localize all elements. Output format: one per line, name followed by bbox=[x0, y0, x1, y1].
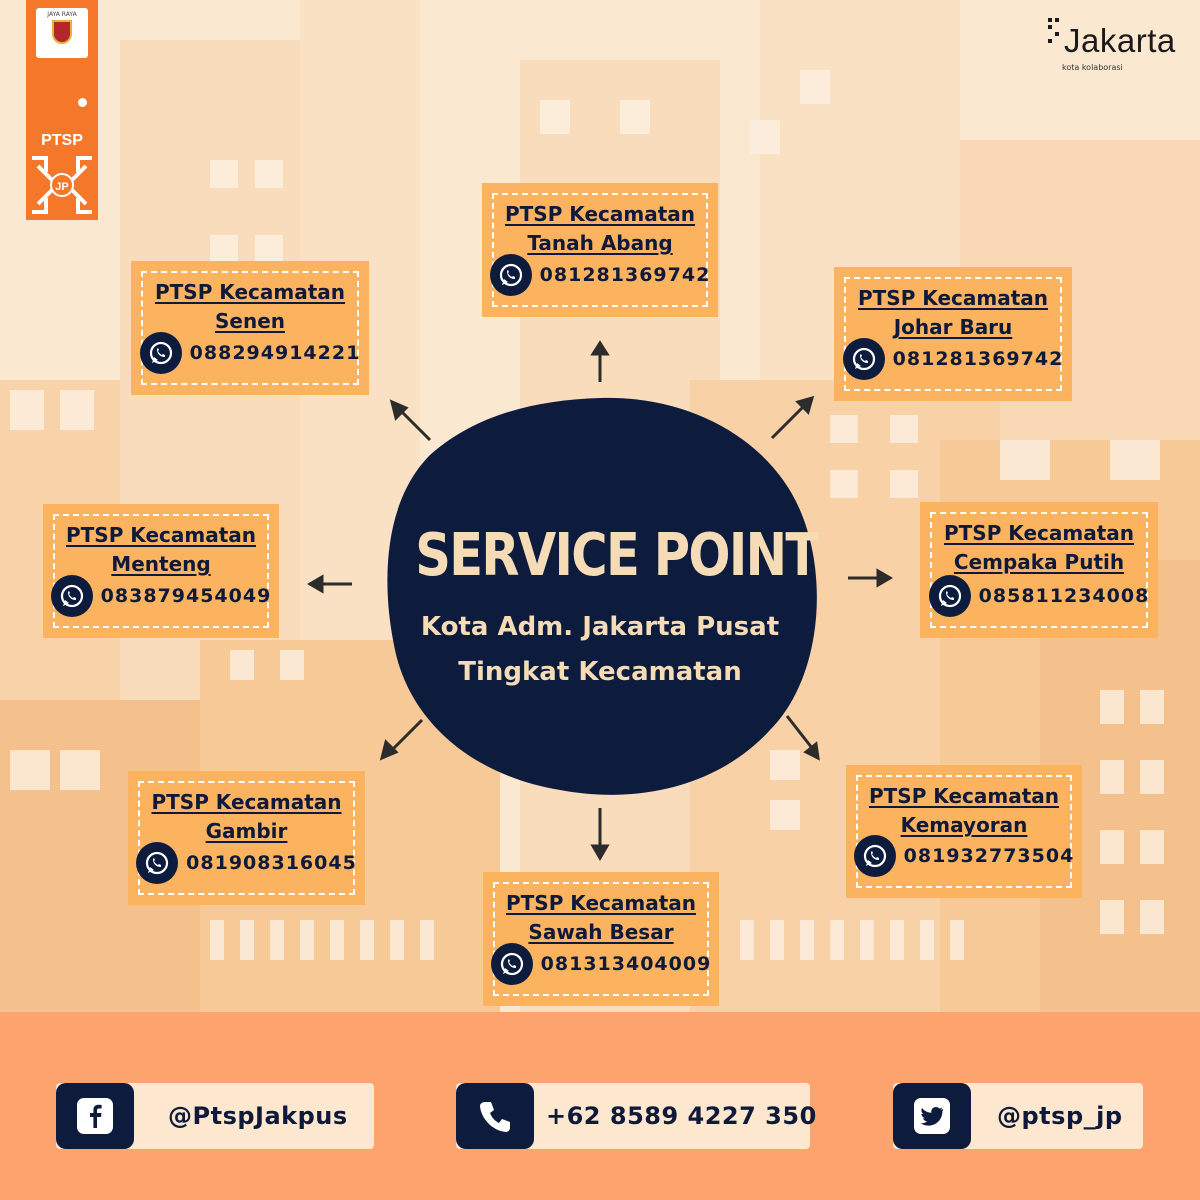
office-title-line2: Kemayoran bbox=[900, 813, 1028, 837]
jakarta-tagline: kota kolaborasi bbox=[1062, 63, 1123, 72]
ptsp-banner: JAYA RAYA PTSP JP bbox=[26, 0, 98, 220]
office-title-line1: PTSP Kecamatan bbox=[943, 521, 1135, 545]
office-title-line2: Menteng bbox=[111, 552, 211, 576]
office-card-johar-baru: PTSP Kecamatan Johar Baru 081281369742 bbox=[837, 270, 1069, 398]
office-phone[interactable]: 081932773504 bbox=[903, 845, 1075, 867]
office-title-line1: PTSP Kecamatan bbox=[504, 202, 696, 226]
office-card-gambir: PTSP Kecamatan Gambir 081908316045 bbox=[131, 774, 362, 902]
whatsapp-icon[interactable] bbox=[928, 575, 971, 617]
whatsapp-icon[interactable] bbox=[842, 338, 885, 380]
phone-icon[interactable] bbox=[456, 1083, 534, 1149]
office-phone[interactable]: 088294914221 bbox=[189, 342, 361, 364]
office-card-cempaka-putih: PTSP Kecamatan Cempaka Putih 08581123400… bbox=[923, 505, 1155, 635]
office-card-sawah-besar: PTSP Kecamatan Sawah Besar 081313404009 bbox=[486, 875, 716, 1003]
whatsapp-icon[interactable] bbox=[853, 835, 896, 877]
whatsapp-icon[interactable] bbox=[136, 842, 179, 884]
office-title-line1: PTSP Kecamatan bbox=[65, 523, 257, 547]
whatsapp-icon[interactable] bbox=[139, 332, 182, 374]
whatsapp-icon[interactable] bbox=[489, 254, 532, 296]
banner-ptsp-label: PTSP bbox=[41, 132, 83, 149]
office-phone[interactable]: 081908316045 bbox=[186, 852, 357, 874]
office-title-line1: PTSP Kecamatan bbox=[505, 891, 697, 915]
office-title-line2: Johar Baru bbox=[893, 315, 1013, 339]
office-card-kemayoran: PTSP Kecamatan Kemayoran 081932773504 bbox=[849, 768, 1079, 895]
office-title-line1: PTSP Kecamatan bbox=[154, 280, 346, 304]
twitter-handle[interactable]: @ptsp_jp bbox=[997, 1102, 1123, 1130]
phone-number[interactable]: +62 8589 4227 350 bbox=[546, 1102, 817, 1130]
office-phone[interactable]: 081281369742 bbox=[539, 264, 711, 286]
office-title-line2: Sawah Besar bbox=[528, 920, 674, 944]
office-title-line1: PTSP Kecamatan bbox=[151, 790, 342, 814]
jakarta-wordmark: Jakarta bbox=[1064, 22, 1176, 59]
office-phone[interactable]: 085811234008 bbox=[978, 585, 1150, 607]
dki-crest-logo: JAYA RAYA bbox=[36, 8, 88, 58]
office-phone[interactable]: 081281369742 bbox=[892, 348, 1064, 370]
office-title-line2: Cempaka Putih bbox=[953, 550, 1125, 574]
banner-dot bbox=[78, 98, 87, 107]
jakarta-brand-logo: Jakarta kota kolaborasi bbox=[1046, 16, 1186, 76]
phone-contact[interactable]: +62 8589 4227 350 bbox=[456, 1083, 816, 1149]
twitter-contact[interactable]: @ptsp_jp bbox=[893, 1083, 1143, 1149]
jakarta-dots-icon bbox=[1048, 18, 1059, 43]
whatsapp-icon[interactable] bbox=[50, 575, 93, 617]
office-card-menteng: PTSP Kecamatan Menteng 083879454049 bbox=[46, 507, 276, 635]
center-blob bbox=[387, 397, 817, 795]
facebook-icon[interactable] bbox=[56, 1083, 134, 1149]
office-title-line2: Senen bbox=[214, 309, 285, 333]
ptsp-emblem-text: JP bbox=[55, 181, 68, 193]
facebook-contact[interactable]: @PtspJakpus bbox=[56, 1083, 374, 1149]
office-title-line2: Gambir bbox=[205, 819, 288, 843]
office-title-line1: PTSP Kecamatan bbox=[868, 784, 1060, 808]
office-title-line2: Tanah Abang bbox=[527, 231, 673, 255]
crest-shield-icon bbox=[52, 20, 72, 44]
office-card-tanah-abang: PTSP Kecamatan Tanah Abang 081281369742 bbox=[485, 186, 715, 314]
ptsp-emblem-icon: JP bbox=[32, 156, 92, 214]
office-phone[interactable]: 081313404009 bbox=[540, 953, 712, 975]
twitter-icon[interactable] bbox=[893, 1083, 971, 1149]
office-card-senen: PTSP Kecamatan Senen 088294914221 bbox=[134, 264, 366, 392]
facebook-handle[interactable]: @PtspJakpus bbox=[168, 1102, 348, 1130]
crest-caption: JAYA RAYA bbox=[47, 11, 77, 18]
office-title-line1: PTSP Kecamatan bbox=[857, 286, 1049, 310]
whatsapp-icon[interactable] bbox=[490, 943, 533, 985]
office-phone[interactable]: 083879454049 bbox=[100, 585, 272, 607]
